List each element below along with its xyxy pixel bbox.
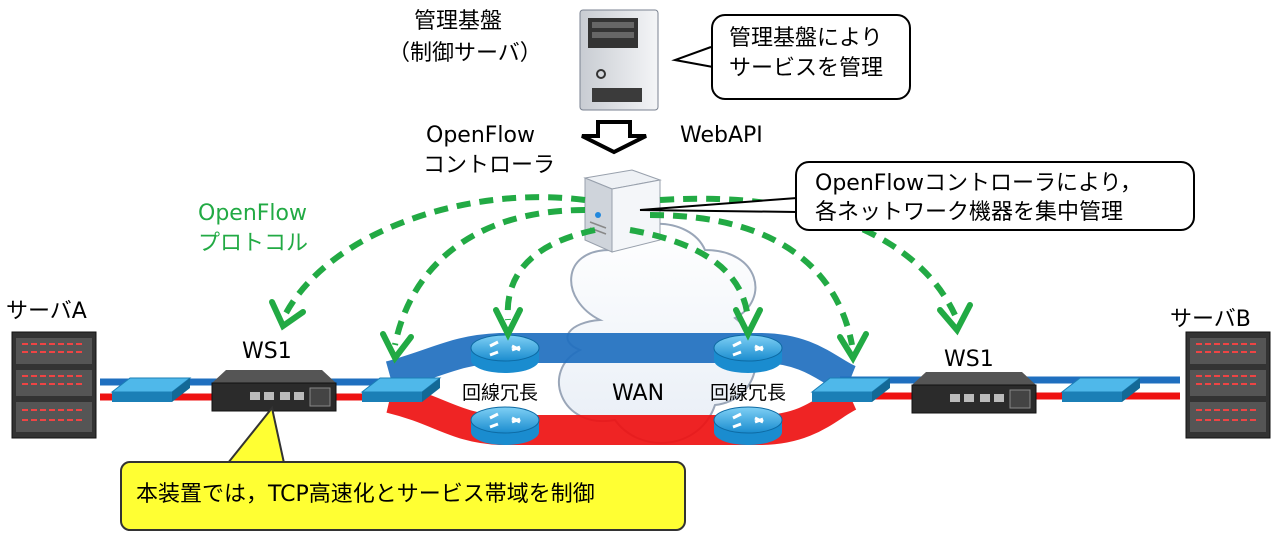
router-top-right <box>713 334 783 373</box>
redundancy-label-right: 回線冗長 <box>710 382 787 404</box>
router-bottom-left <box>470 406 540 445</box>
controller-callout-tail <box>639 197 798 213</box>
router-top-left <box>470 334 540 373</box>
router-bottom-right <box>713 406 783 445</box>
bottom-callout: 本装置では，TCP高速化とサービス帯域を制御 <box>120 461 686 531</box>
down-arrow <box>581 120 647 155</box>
controller-callout: OpenFlowコントローラにより， 各ネットワーク機器を集中管理 <box>795 161 1195 231</box>
mgmt-title-line2: （制御サーバ） <box>388 41 542 66</box>
protocol-label-line2: プロトコル <box>198 231 309 256</box>
ws1-appliance-right <box>911 372 1037 414</box>
switch-4 <box>1060 377 1142 402</box>
switch-2 <box>360 377 442 402</box>
controller-callout-line1: OpenFlowコントローラにより， <box>815 171 1143 196</box>
webapi-label: WebAPI <box>680 123 763 148</box>
control-arrowheads <box>269 299 973 364</box>
wan-label: WAN <box>612 381 665 406</box>
server-b-label: サーバB <box>1170 307 1251 332</box>
ws1-appliance-left <box>211 370 337 412</box>
openflow-label-line2: コントローラ <box>423 153 556 178</box>
redundancy-label-left: 回線冗長 <box>462 382 539 404</box>
mgmt-callout-line1: 管理基盤により <box>729 26 883 51</box>
switch-1 <box>110 377 192 402</box>
mgmt-callout-line2: サービスを管理 <box>729 56 884 81</box>
controller-callout-line2: 各ネットワーク機器を集中管理 <box>815 200 1124 225</box>
switch-3 <box>810 377 892 402</box>
mgmt-callout: 管理基盤により サービスを管理 <box>711 14 911 100</box>
protocol-label-line1: OpenFlow <box>198 201 307 226</box>
mgmt-title-line1: 管理基盤 <box>414 9 503 34</box>
server-a-label: サーバA <box>6 299 87 324</box>
rack-server-a <box>11 331 97 439</box>
ws1-label-right: WS1 <box>944 347 994 372</box>
bottom-callout-tail <box>227 405 285 464</box>
mgmt-callout-tail <box>671 46 714 68</box>
openflow-label-line1: OpenFlow <box>426 123 535 148</box>
management-server <box>579 9 659 111</box>
rack-server-b <box>1185 331 1271 439</box>
ws1-label-left: WS1 <box>242 339 292 364</box>
